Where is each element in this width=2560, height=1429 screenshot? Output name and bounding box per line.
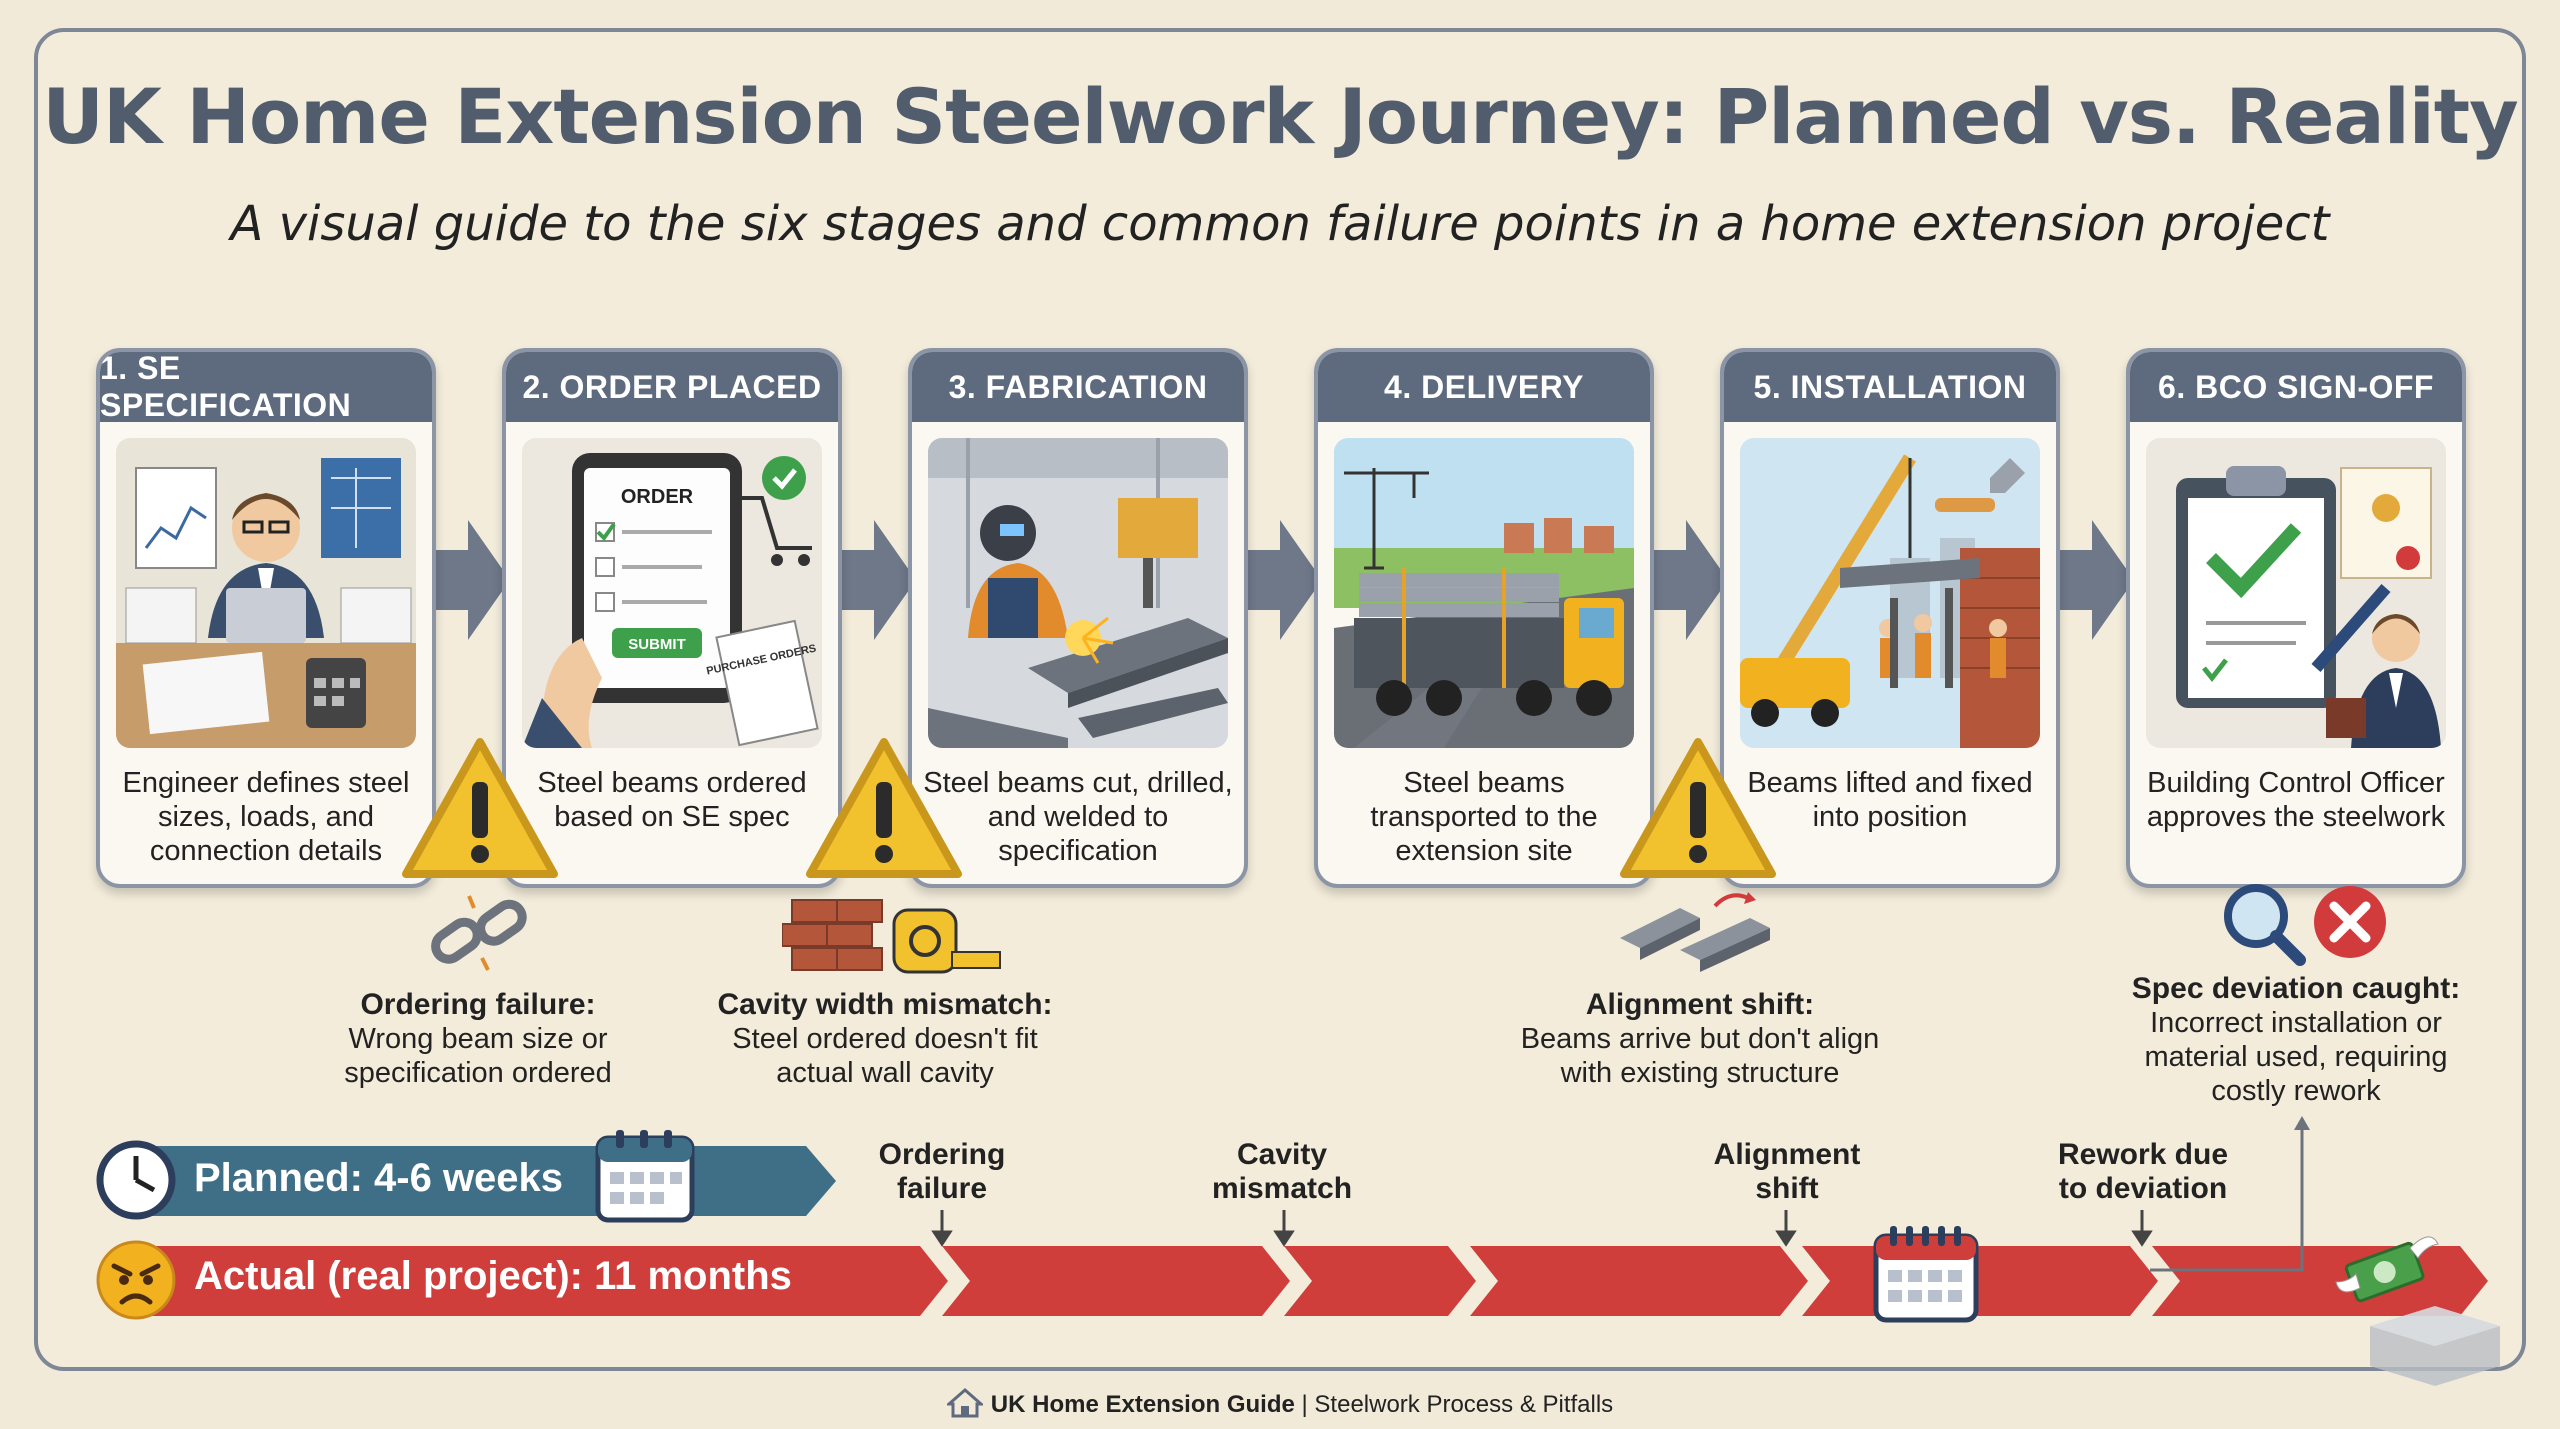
stage-description: Beams lifted and fixed into position [1747, 767, 2033, 833]
stage-card-order-placed: 2. ORDER PLACED ORDER SUBMIT PURCHASE OR… [502, 348, 842, 888]
stage-card-bco-signoff: 6. BCO SIGN-OFF Building Control Officer… [2126, 348, 2466, 888]
stage-arrow [2048, 520, 2134, 640]
approval-clipboard-icon [2146, 438, 2446, 748]
warning-icon [806, 738, 962, 878]
stage-title: 4. DELIVERY [1318, 352, 1650, 422]
delivery-truck-icon [1334, 438, 1634, 748]
stage-card-fabrication: 3. FABRICATION Steel beams cut, drilled,… [908, 348, 1248, 888]
footer: UK Home Extension Guide | Steelwork Proc… [0, 1388, 2560, 1419]
failure-title: Ordering failure: [360, 988, 596, 1021]
timeline-actual-label: Actual (real project): 11 months [194, 1254, 792, 1298]
timeline-marker-rework: Rework due to deviation [2057, 1138, 2229, 1205]
calendar-icon [595, 1130, 695, 1223]
stage-description: Steel beams cut, drilled, and welded to … [923, 767, 1233, 867]
timeline-marker-ordering: Ordering failure [878, 1138, 1006, 1205]
stage-description: Steel beams transported to the extension… [1370, 767, 1598, 867]
engineer-desk-icon [116, 438, 416, 748]
book-watermark-icon [2370, 1306, 2500, 1386]
timeline-marker-cavity: Cavity mismatch [1211, 1138, 1353, 1205]
stage-description: Steel beams ordered based on SE spec [537, 767, 807, 833]
stage-description: Building Control Officer approves the st… [2146, 767, 2446, 833]
brick-tape-icon [782, 899, 1001, 974]
stage-card-delivery: 4. DELIVERY Steel beams transported to t… [1314, 348, 1654, 888]
footer-caption: | Steelwork Process & Pitfalls [1294, 1391, 1614, 1418]
failure-alignment: Alignment shift: Beams arrive but don't … [1500, 988, 1900, 1090]
stage-title: 1. SE SPECIFICATION [100, 352, 432, 423]
failure-ordering: Ordering failure: Wrong beam size or spe… [318, 988, 638, 1090]
magnifier-reject-icon [2224, 884, 2386, 966]
stage-arrow [424, 520, 510, 640]
stage-arrow [1236, 520, 1322, 640]
order-word: ORDER [621, 486, 694, 508]
order-tablet-icon: ORDER SUBMIT PURCHASE ORDERS [522, 438, 822, 748]
failure-detail: Steel ordered doesn't fit actual wall ca… [732, 1023, 1038, 1089]
welder-icon [928, 438, 1228, 748]
stage-title: 5. INSTALLATION [1724, 352, 2056, 422]
failure-title: Spec deviation caught: [2131, 972, 2461, 1005]
stage-arrow [830, 520, 916, 640]
stage-arrow [1642, 520, 1728, 640]
house-icon [944, 1388, 985, 1418]
warning-icon [402, 738, 558, 878]
page-subtitle: A visual guide to the six stages and com… [230, 196, 2330, 252]
footer-brand: UK Home Extension Guide [990, 1391, 1295, 1418]
stage-title: 2. ORDER PLACED [506, 352, 838, 422]
submit-word: SUBMIT [628, 636, 686, 653]
failure-title: Alignment shift: [1585, 988, 1815, 1021]
broken-chain-icon [431, 895, 527, 971]
failure-title: Cavity width mismatch: [717, 988, 1053, 1021]
timeline-marker-alignment: Alignment shift [1713, 1138, 1861, 1205]
stage-title: 3. FABRICATION [912, 352, 1244, 422]
warning-icon [1620, 738, 1776, 878]
failure-detail: Beams arrive but don't align with existi… [1520, 1023, 1880, 1089]
failure-detail: Incorrect installation or material used,… [2144, 1007, 2448, 1107]
crane-install-icon [1740, 438, 2040, 748]
clock-icon [96, 1140, 176, 1220]
stage-description: Engineer defines steel sizes, loads, and… [122, 767, 410, 867]
failure-cavity: Cavity width mismatch: Steel ordered doe… [710, 988, 1060, 1090]
misaligned-beams-icon [1620, 892, 1770, 972]
stage-card-installation: 5. INSTALLATION Beams lifted and fixed i… [1720, 348, 2060, 888]
stage-title: 6. BCO SIGN-OFF [2130, 352, 2462, 422]
flying-money-icon [2335, 1236, 2439, 1303]
angry-face-icon [96, 1240, 176, 1320]
timeline-planned-label: Planned: 4-6 weeks [194, 1156, 564, 1200]
stage-card-se-specification: 1. SE SPECIFICATION Engineer defines ste… [96, 348, 436, 888]
failure-spec-deviation: Spec deviation caught: Incorrect install… [2126, 972, 2466, 1108]
failure-detail: Wrong beam size or specification ordered [344, 1023, 612, 1089]
calendar-icon [1873, 1226, 1979, 1323]
page-title: UK Home Extension Steelwork Journey: Pla… [42, 72, 2518, 161]
